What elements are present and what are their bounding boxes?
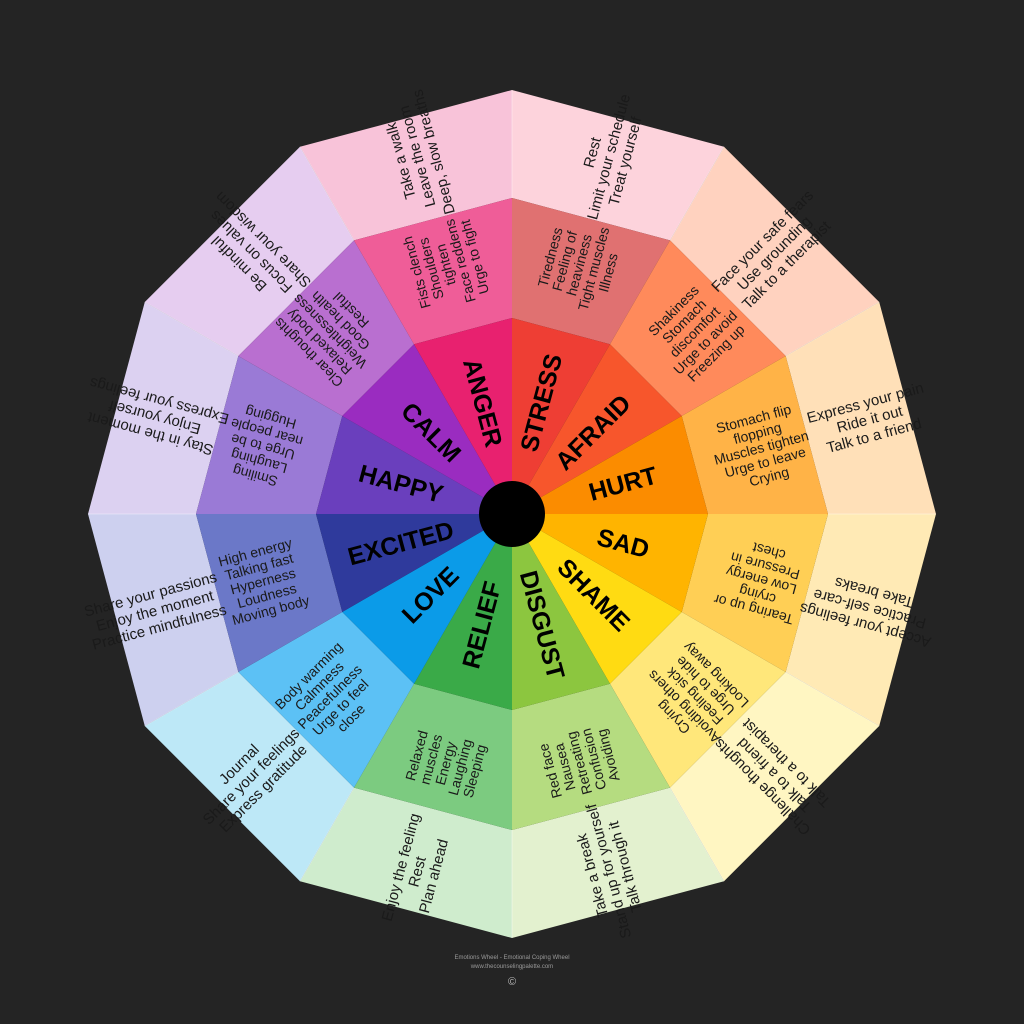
sector-outer-sad [785,514,936,726]
sector-inner-happy [316,416,512,514]
sector-inner-disgust [512,514,610,710]
sector-outer-hurt [785,302,936,514]
footer: Emotions Wheel - Emotional Coping Wheel … [412,954,612,988]
sector-inner-anger [414,318,512,514]
sector-mid-happy [196,356,343,514]
sector-mid-shame [610,612,786,788]
sector-outer-shame [670,672,880,882]
sector-mid-love [238,612,414,788]
sector-divider [785,301,880,357]
sector-inner-shame [512,514,682,684]
sector-mid-stress [512,198,670,345]
sector-outer-disgust [512,787,724,938]
sector-divider [144,301,239,357]
sector-divider [669,787,725,882]
footer-title: Emotions Wheel - Emotional Coping Wheel [454,955,570,961]
sector-mid-disgust [512,683,670,830]
sector-divider [144,671,239,727]
sector-outer-calm [144,146,354,356]
center-hub [479,481,545,547]
sector-mid-afraid [610,240,786,416]
sector-outer-love [144,672,354,882]
sector-outer-happy [88,302,239,514]
sector-mid-sad [681,514,828,672]
sector-outer-relief [300,787,512,938]
sector-inner-afraid [512,344,682,514]
sector-mid-hurt [681,356,828,514]
sector-inner-love [342,514,512,684]
sector-inner-excited [316,514,512,612]
sector-mid-anger [354,198,512,345]
sector-mid-calm [238,240,414,416]
sector-inner-relief [414,514,512,710]
sector-outer-afraid [670,146,880,356]
sector-mid-relief [354,683,512,830]
sector-inner-calm [342,344,512,514]
sector-inner-hurt [512,416,708,514]
sector-divider [299,146,355,241]
sector-inner-sad [512,514,708,612]
sector-inner-stress [512,318,610,514]
sector-mid-excited [196,514,343,672]
sector-divider [299,787,355,882]
sector-divider [785,671,880,727]
footer-site: www.thecounselingpalette.com [470,964,554,970]
sector-outer-anger [300,90,512,241]
copyright-icon: © [507,976,517,988]
sector-divider [669,146,725,241]
sector-outer-excited [88,514,239,726]
sector-outer-stress [512,90,724,241]
